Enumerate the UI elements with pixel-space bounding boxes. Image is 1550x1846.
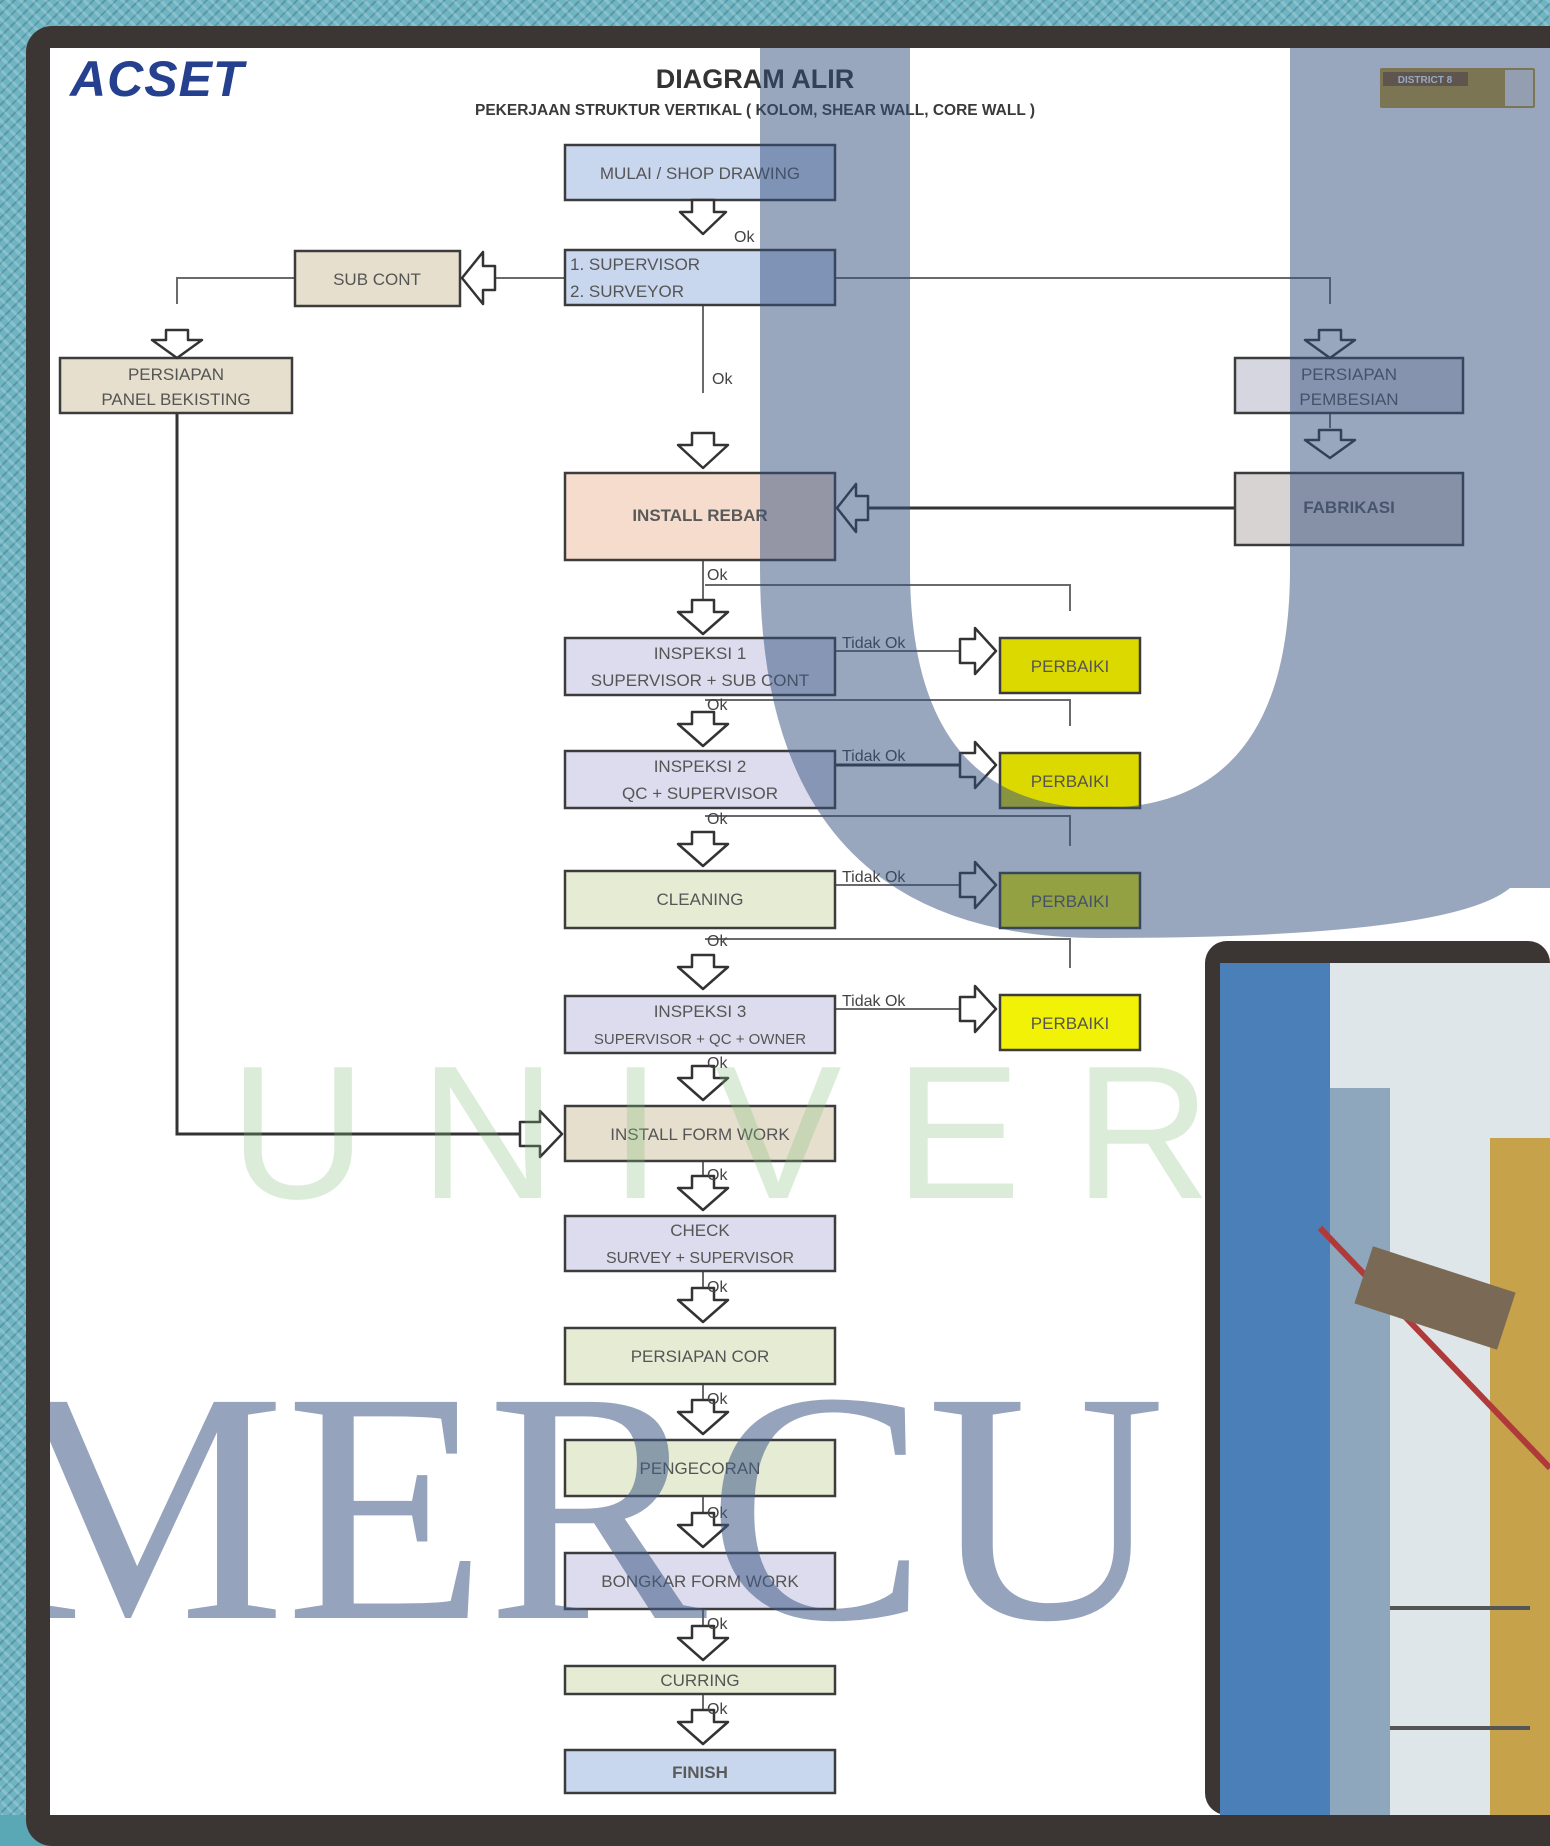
node-check: CHECK SURVEY + SUPERVISOR	[563, 1214, 837, 1273]
ok-label: Ok	[707, 933, 728, 950]
svg-text:QC + SUPERVISOR: QC + SUPERVISOR	[622, 784, 778, 803]
svg-text:PERSIAPAN COR: PERSIAPAN COR	[631, 1347, 770, 1366]
svg-text:PERSIAPAN: PERSIAPAN	[128, 365, 224, 384]
ok-label: Ok	[707, 1279, 728, 1296]
svg-text:CLEANING: CLEANING	[657, 890, 744, 909]
node-curring: CURRING	[563, 1664, 837, 1696]
svg-text:1. SUPERVISOR: 1. SUPERVISOR	[570, 255, 700, 274]
node-persiapan-panel-bekisting: PERSIAPAN PANEL BEKISTING	[58, 356, 294, 415]
arrow-down	[676, 1286, 730, 1324]
svg-text:CHECK: CHECK	[670, 1221, 730, 1240]
arrow-down	[676, 1174, 730, 1212]
ok-label: Ok	[707, 1616, 728, 1633]
watermark: U N I V E R S MERCU B	[50, 48, 1550, 1690]
flowchart: ACSET DISTRICT 8 DIAGRAM ALIR PEKERJAAN …	[50, 48, 1550, 1815]
watermark-shape	[760, 48, 1550, 938]
svg-text:PENGECORAN: PENGECORAN	[640, 1459, 761, 1478]
svg-text:PERBAIKI: PERBAIKI	[1031, 657, 1109, 676]
node-perbaiki-1: PERBAIKI	[998, 636, 1142, 695]
node-sub-cont: SUB CONT	[293, 249, 462, 308]
arrow-down	[676, 953, 730, 991]
page-subtitle: PEKERJAAN STRUKTUR VERTIKAL ( KOLOM, SHE…	[475, 102, 1035, 119]
arrow-down	[676, 431, 730, 470]
ok-label: Ok	[707, 567, 728, 584]
arrow-down	[676, 830, 730, 868]
arrow-down	[676, 710, 730, 748]
node-bongkar-form-work: BONGKAR FORM WORK	[563, 1551, 837, 1611]
svg-text:PANEL BEKISTING: PANEL BEKISTING	[101, 390, 250, 409]
arrow-down	[676, 1624, 730, 1662]
ok-label: Ok	[734, 229, 755, 246]
arrow-down	[150, 328, 204, 360]
node-finish: FINISH	[563, 1748, 837, 1795]
ok-label: Ok	[707, 1167, 728, 1184]
ok-label: Ok	[712, 371, 733, 388]
svg-text:SURVEY + SUPERVISOR: SURVEY + SUPERVISOR	[606, 1250, 794, 1267]
svg-text:SUPERVISOR + QC + OWNER: SUPERVISOR + QC + OWNER	[594, 1031, 806, 1048]
arrow-left	[460, 250, 497, 306]
construction-photo	[1205, 941, 1550, 1815]
svg-text:CURRING: CURRING	[660, 1671, 739, 1690]
node-perbaiki-4: PERBAIKI	[998, 993, 1142, 1052]
svg-text:MULAI / SHOP DRAWING: MULAI / SHOP DRAWING	[600, 164, 800, 183]
svg-text:BONGKAR FORM WORK: BONGKAR FORM WORK	[601, 1572, 799, 1591]
node-persiapan-cor: PERSIAPAN COR	[563, 1326, 837, 1386]
arrow-down	[676, 598, 730, 636]
ok-label: Ok	[707, 1391, 728, 1408]
diagram-sheet: ACSET DISTRICT 8 DIAGRAM ALIR PEKERJAAN …	[50, 48, 1550, 1815]
node-inspeksi-2: INSPEKSI 2 QC + SUPERVISOR	[563, 749, 837, 810]
ok-label: Ok	[707, 1505, 728, 1522]
arrow-down	[676, 1708, 730, 1746]
flow-labels: Ok Ok Ok Ok Ok Ok Ok Ok Ok Ok Ok Ok Ok T…	[707, 229, 906, 1718]
arrow-down	[676, 1511, 730, 1549]
arrow-right	[958, 626, 998, 676]
arrow-down	[676, 1398, 730, 1436]
acset-logo: ACSET	[68, 51, 248, 107]
svg-text:INSPEKSI 3: INSPEKSI 3	[654, 1002, 747, 1021]
svg-text:FINISH: FINISH	[672, 1763, 728, 1782]
tidak-ok-label: Tidak Ok	[842, 993, 906, 1010]
node-install-form-work: INSTALL FORM WORK	[563, 1104, 837, 1163]
node-inspeksi-3: INSPEKSI 3 SUPERVISOR + QC + OWNER	[563, 994, 837, 1055]
ok-label: Ok	[707, 811, 728, 828]
ok-label: Ok	[707, 697, 728, 714]
arrow-right	[958, 984, 998, 1034]
ok-label: Ok	[707, 1701, 728, 1718]
watermark-text: U N I V E R S	[229, 1027, 1390, 1239]
svg-text:INSTALL FORM WORK: INSTALL FORM WORK	[610, 1125, 790, 1144]
svg-text:SUPERVISOR + SUB CONT: SUPERVISOR + SUB CONT	[591, 671, 809, 690]
arrow-down	[678, 198, 728, 236]
svg-text:INSTALL REBAR: INSTALL REBAR	[632, 506, 767, 525]
node-cleaning: CLEANING	[563, 869, 837, 930]
svg-text:PERBAIKI: PERBAIKI	[1031, 772, 1109, 791]
ok-label: Ok	[707, 1055, 728, 1072]
node-pengecoran: PENGECORAN	[563, 1438, 837, 1498]
arrow-right	[518, 1109, 564, 1159]
svg-text:PERBAIKI: PERBAIKI	[1031, 1014, 1109, 1033]
svg-text:2. SURVEYOR: 2. SURVEYOR	[570, 282, 684, 301]
svg-text:INSPEKSI 1: INSPEKSI 1	[654, 644, 747, 663]
svg-text:SUB CONT: SUB CONT	[333, 270, 421, 289]
arrow-down	[676, 1064, 730, 1102]
svg-text:INSPEKSI 2: INSPEKSI 2	[654, 757, 747, 776]
